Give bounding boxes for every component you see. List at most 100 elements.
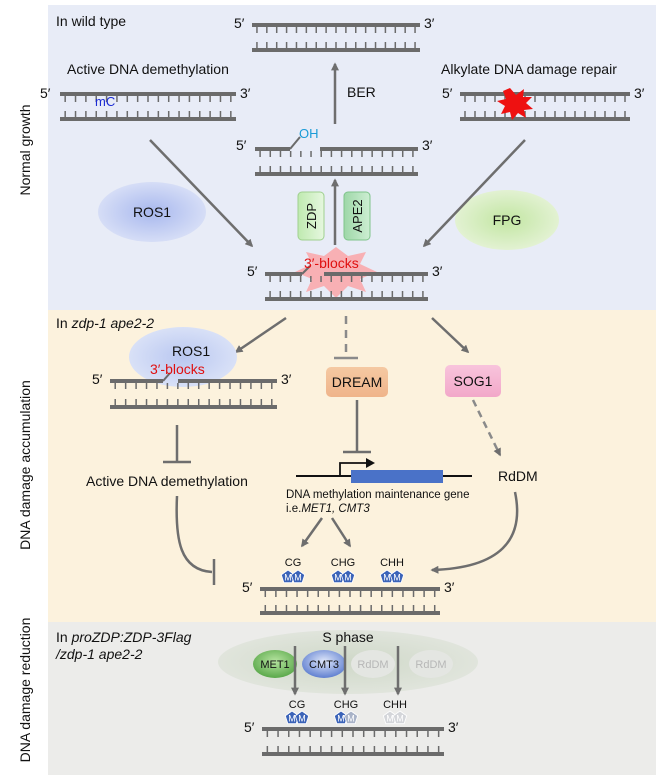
sog1-to-rddm-dashed bbox=[471, 399, 502, 457]
met1-label: MET1 bbox=[260, 659, 289, 671]
alkylate-repair-title: Alkylate DNA damage repair bbox=[441, 61, 617, 77]
dna-meth3-5prime: 5′ bbox=[244, 719, 255, 735]
dna-mut-5prime: 5′ bbox=[92, 371, 103, 387]
methyl-mark-letter: M bbox=[347, 714, 355, 724]
met1-enzyme bbox=[253, 650, 297, 678]
dna-right-5prime: 5′ bbox=[442, 85, 453, 101]
sog1-box bbox=[445, 365, 501, 397]
rddm-to-chh-arrow bbox=[430, 491, 519, 574]
dna-demethylation bbox=[60, 92, 236, 121]
methyl-mark-icon bbox=[294, 710, 310, 725]
cmt3-label: CMT3 bbox=[309, 659, 339, 671]
panel1-title: In wild type bbox=[56, 13, 126, 29]
context3-cg: CG bbox=[289, 699, 306, 711]
dream-box bbox=[326, 367, 388, 397]
damage-burst-icon bbox=[497, 88, 533, 120]
context-chg: CHG bbox=[331, 557, 355, 569]
methyl-mark-letter: M bbox=[288, 714, 296, 724]
methyl-mark-icon bbox=[340, 569, 356, 584]
ros1-label: ROS1 bbox=[133, 204, 171, 220]
s-phase-label: S phase bbox=[322, 629, 374, 645]
dna-mut-3prime: 3′ bbox=[281, 371, 292, 387]
dna-mid-5prime: 5′ bbox=[236, 137, 247, 153]
dna-middle-ticks bbox=[259, 151, 414, 172]
methyl-mark-letter: M bbox=[344, 573, 352, 583]
mc-label: mC bbox=[95, 94, 115, 109]
dna-blocks-ticks bbox=[269, 276, 424, 297]
ape2-label: APE2 bbox=[350, 199, 365, 232]
methyl-mark-letter: M bbox=[284, 573, 292, 583]
rddm-faded-2 bbox=[409, 650, 453, 678]
dna-middle-oh bbox=[255, 147, 418, 176]
dna-top-3prime: 3′ bbox=[424, 15, 435, 31]
gene-examples: i.e.MET1, CMT3 bbox=[286, 503, 370, 515]
dna-methylated-accumulation bbox=[260, 587, 440, 615]
side-label-normal-growth: Normal growth bbox=[17, 104, 33, 195]
arrow-repair-to-blocks bbox=[422, 139, 526, 248]
dna-mutant-ticks bbox=[114, 383, 273, 405]
dna-blocks-wt bbox=[265, 265, 428, 301]
rddm-faded-1-label: RdDM bbox=[357, 659, 388, 671]
dna-methylated-reduction bbox=[262, 727, 444, 756]
dna-top bbox=[252, 23, 420, 52]
dna-left-5prime: 5′ bbox=[40, 85, 51, 101]
dna-meth2-3prime: 3′ bbox=[444, 579, 455, 595]
s-phase-oval bbox=[218, 630, 478, 694]
panel3-title-line2: /zdp-1 ape2-2 bbox=[55, 646, 143, 662]
ros1-bound-label: ROS1 bbox=[172, 343, 210, 359]
dna-blocks-5prime: 5′ bbox=[247, 263, 258, 279]
methyl-mark-icon bbox=[290, 569, 306, 584]
methyl-mark-icon bbox=[392, 710, 408, 725]
oh-label: OH bbox=[299, 126, 319, 141]
arrow-demethylation-to-blocks bbox=[149, 139, 254, 248]
ros1-enzyme bbox=[98, 182, 206, 242]
methyl-mark-letter: M bbox=[393, 573, 401, 583]
methyl-mark-letter: M bbox=[396, 714, 404, 724]
gene-label: DNA methylation maintenance gene bbox=[286, 489, 469, 501]
fpg-label: FPG bbox=[493, 212, 522, 228]
side-label-damage-accumulation: DNA damage accumulation bbox=[17, 380, 33, 550]
context3-chh: CHH bbox=[383, 699, 407, 711]
arrow-to-sog1 bbox=[431, 317, 470, 354]
context3-chg: CHG bbox=[334, 699, 358, 711]
dna-left-3prime: 3′ bbox=[240, 85, 251, 101]
dna-blocks-3prime: 3′ bbox=[432, 263, 443, 279]
sog1-label: SOG1 bbox=[454, 373, 493, 389]
context-cg: CG bbox=[285, 557, 302, 569]
rddm-label: RdDM bbox=[498, 468, 538, 484]
active-demethylation-label: Active DNA demethylation bbox=[86, 473, 248, 489]
dna-right-3prime: 3′ bbox=[634, 85, 645, 101]
blocks-label: 3′-blocks bbox=[304, 255, 359, 271]
gene-to-chg-arrow bbox=[330, 517, 352, 548]
rddm-faded-1 bbox=[351, 650, 395, 678]
methyl-mark-letter: M bbox=[337, 714, 345, 724]
ber-label: BER bbox=[347, 84, 376, 100]
active-demethylation-title: Active DNA demethylation bbox=[67, 61, 229, 77]
panel3-title-line1: In proZDP:ZDP-3Flag bbox=[56, 629, 192, 645]
methyl-mark-letter: M bbox=[294, 573, 302, 583]
ros1-bound-enzyme bbox=[129, 327, 237, 387]
rddm-faded-2-label: RdDM bbox=[415, 659, 446, 671]
gene-to-cg-arrow bbox=[300, 517, 324, 548]
methyl-mark-letter: M bbox=[334, 573, 342, 583]
dna-meth3-3prime: 3′ bbox=[448, 719, 459, 735]
methyl-mark-letter: M bbox=[383, 573, 391, 583]
panel2-title: In zdp-1 ape2-2 bbox=[56, 315, 154, 331]
methyl-mark-icon bbox=[389, 569, 405, 584]
dna-mid-3prime: 3′ bbox=[422, 137, 433, 153]
ros1-blocks-label: 3′-blocks bbox=[150, 361, 205, 377]
methyl-mark-letter: M bbox=[386, 714, 394, 724]
methyl-mark-letter: M bbox=[298, 714, 306, 724]
dna-top-5prime: 5′ bbox=[234, 15, 245, 31]
fpg-enzyme bbox=[455, 190, 559, 250]
dream-label: DREAM bbox=[332, 374, 383, 390]
zdp-label: ZDP bbox=[304, 203, 319, 229]
gene-diagram bbox=[296, 458, 472, 483]
cmt3-enzyme bbox=[302, 650, 346, 678]
oh-bond bbox=[289, 136, 301, 150]
dna-meth2-5prime: 5′ bbox=[242, 579, 253, 595]
methyl-mark-icon bbox=[343, 710, 359, 725]
context-chh: CHH bbox=[380, 557, 404, 569]
